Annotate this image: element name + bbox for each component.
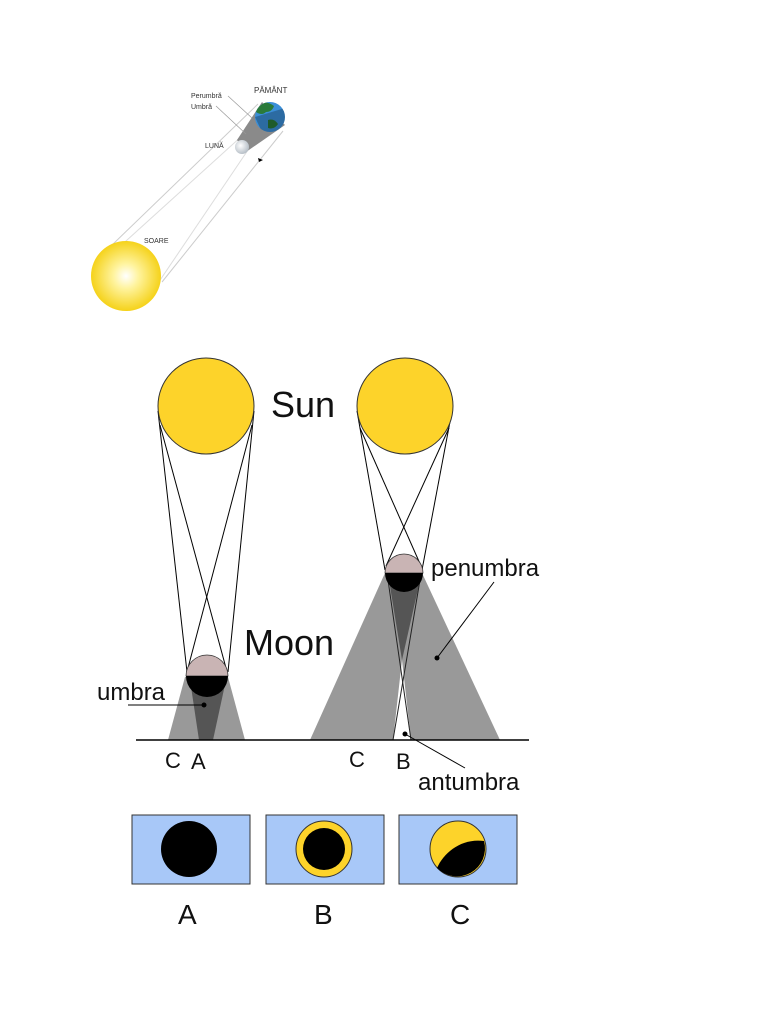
label-penumbra-ro: Perumbră — [191, 93, 222, 100]
sun-ray — [359, 427, 422, 567]
sun-ray — [227, 410, 255, 673]
eclipse-view-c-label: C — [450, 899, 470, 930]
sun-ray — [159, 424, 227, 669]
tangent-line — [161, 130, 284, 283]
label-sun-ro: SOARE — [144, 238, 169, 245]
umbra-pointer-dot — [201, 702, 207, 708]
label-ground-right-b: B — [396, 749, 411, 774]
label-ground-left-c: C — [165, 748, 181, 773]
sun-ray — [421, 410, 453, 571]
antumbra-edge — [387, 579, 412, 741]
eclipse-views: A B C — [131, 814, 518, 930]
left-moon-icon — [185, 654, 229, 697]
label-antumbra: antumbra — [418, 769, 520, 796]
label-penumbra: penumbra — [431, 555, 540, 582]
tangent-line — [104, 134, 244, 261]
label-earth: PĂMÂNT — [254, 86, 287, 95]
antumbra-pointer-line — [404, 733, 466, 769]
eclipse-view-c: C — [398, 814, 518, 930]
label-ground-left-a: A — [191, 749, 206, 774]
eclipse-view-a-label: A — [178, 899, 197, 930]
eclipse-view-b-label: B — [314, 899, 333, 930]
left-sun-icon — [157, 357, 255, 455]
label-umbra: umbra — [97, 679, 166, 706]
label-ground-right-c: C — [349, 747, 365, 772]
label-moon: Moon — [244, 622, 334, 663]
small-moon-icon — [235, 140, 249, 154]
sun-ray — [157, 410, 188, 673]
penumbra-pointer-line — [436, 581, 495, 659]
right-sun-icon — [356, 357, 454, 455]
eclipse-view-b: B — [265, 814, 385, 930]
small-arrow-icon — [258, 158, 263, 162]
label-sun: Sun — [271, 384, 335, 425]
small-eclipse-diagram: PĂMÂNT Perumbră Umbră LUNĂ SOARE — [91, 86, 287, 311]
label-moon-ro: LUNĂ — [205, 141, 224, 150]
pointer-line — [227, 95, 253, 119]
tangent-line — [149, 149, 249, 296]
right-antumbra-region — [393, 660, 411, 740]
antumbra-pointer-dot — [402, 731, 408, 737]
penumbra-pointer-dot — [434, 655, 440, 661]
moon-disc-icon — [303, 828, 345, 870]
moon-disc-icon — [161, 821, 217, 877]
annular-eclipse-setup — [310, 357, 500, 741]
right-umbra-shadow — [389, 580, 420, 660]
right-penumbra-shadow — [310, 573, 500, 740]
sun-ray — [187, 424, 253, 669]
pointer-line — [215, 105, 247, 135]
sun-ray — [356, 410, 386, 571]
earth-icon — [255, 102, 285, 132]
eclipse-view-a: A — [131, 814, 251, 930]
total-eclipse-setup — [157, 357, 255, 740]
sun-ray — [385, 427, 450, 567]
partial-moon-icon — [437, 840, 485, 877]
label-umbra-ro: Umbră — [191, 104, 212, 111]
small-sun-icon — [91, 241, 161, 311]
right-moon-icon — [384, 553, 424, 592]
tangent-line — [109, 103, 259, 248]
antumbra-edge — [392, 579, 421, 741]
main-eclipse-diagram: Sun Moon penumbra umbra antumbra C A C B — [97, 357, 540, 796]
